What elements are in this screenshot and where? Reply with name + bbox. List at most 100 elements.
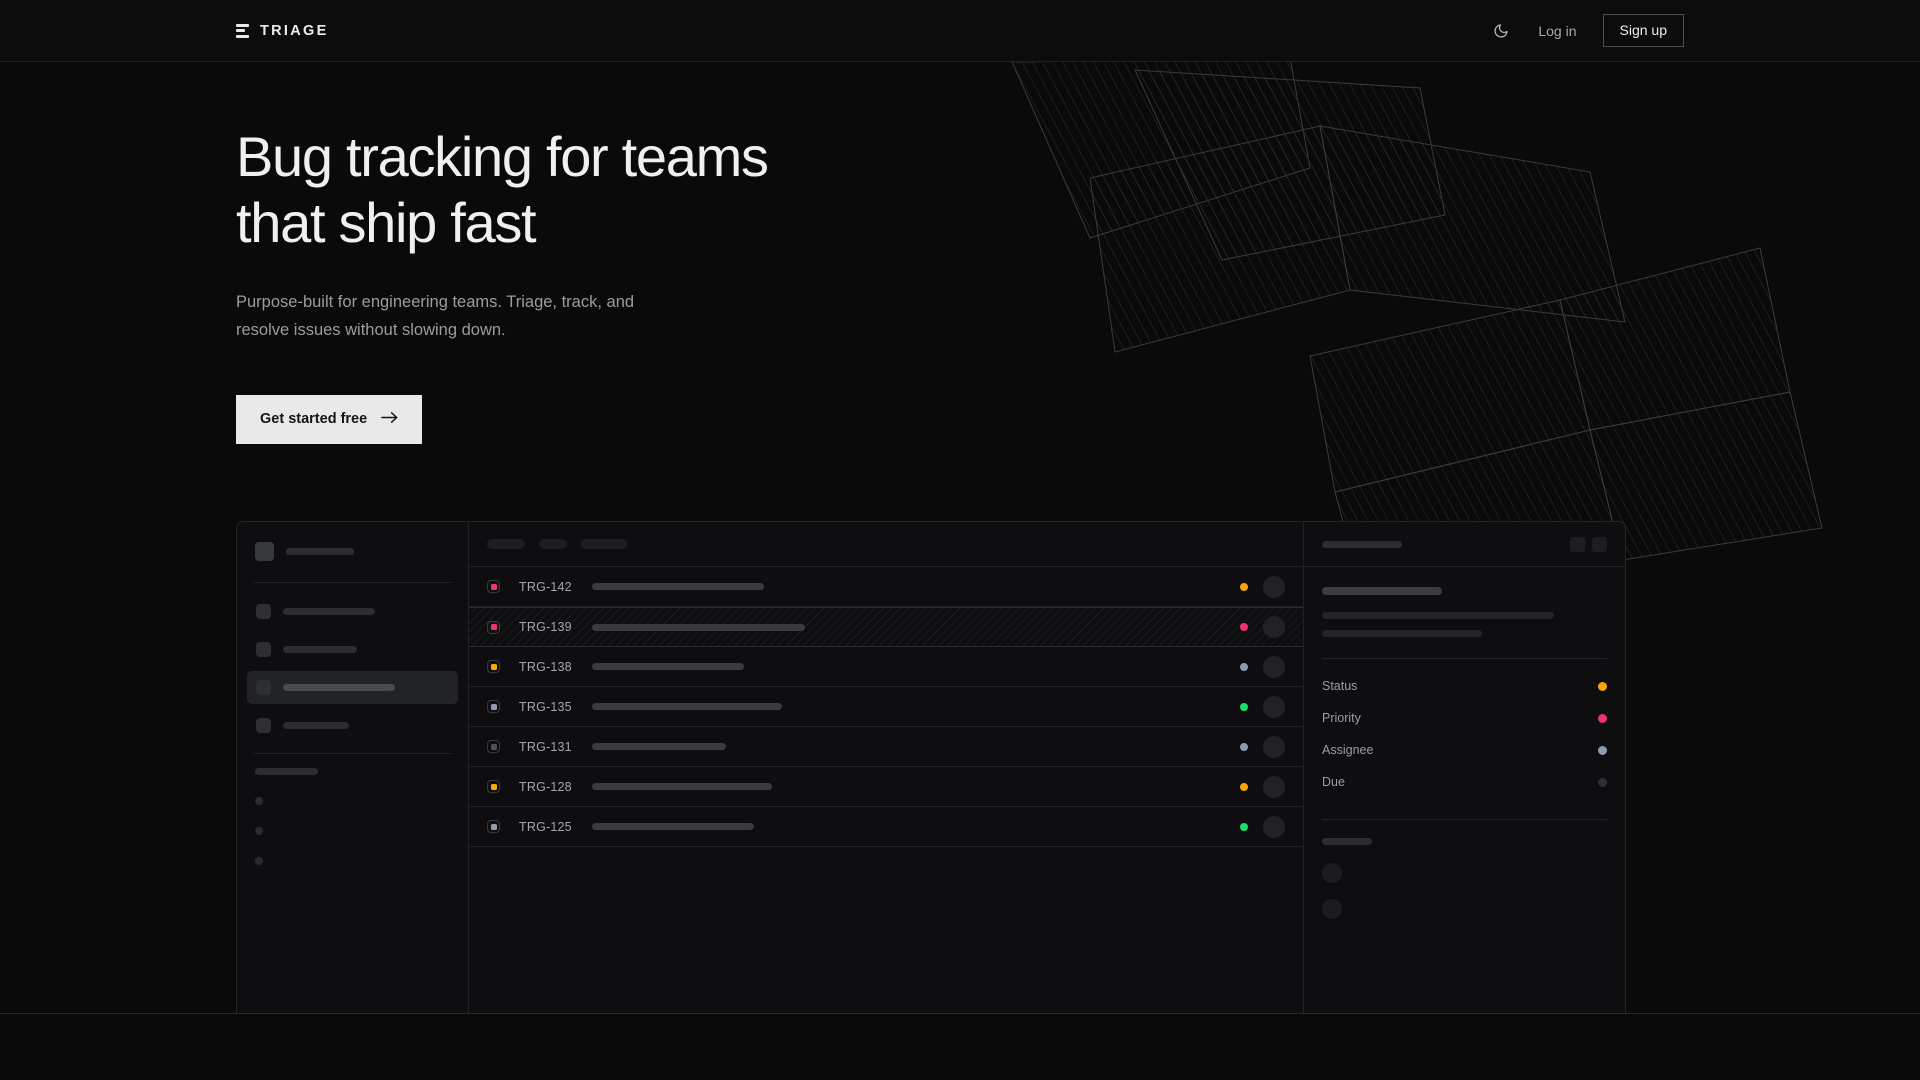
- bullet-icon: [255, 797, 263, 805]
- issue-id: TRG-131: [519, 739, 572, 754]
- meta-row-assignee[interactable]: Assignee: [1322, 734, 1607, 766]
- status-badge: [1240, 782, 1248, 791]
- sidebar-divider-top: [253, 582, 452, 583]
- table-row[interactable]: TRG-135: [469, 687, 1303, 727]
- detail-description-skeleton: [1322, 612, 1607, 637]
- status-badge: [1240, 702, 1248, 711]
- workspace-logo-icon: [255, 542, 274, 561]
- meta-value-indicator: [1598, 777, 1607, 787]
- list-toolbar: [469, 522, 1303, 567]
- meta-row-status[interactable]: Status: [1322, 670, 1607, 702]
- avatar[interactable]: [1263, 616, 1285, 638]
- priority-icon: [487, 620, 500, 634]
- table-row[interactable]: TRG-131: [469, 727, 1303, 767]
- meta-row-priority[interactable]: Priority: [1322, 702, 1607, 734]
- sidebar-item-icon: [256, 604, 271, 619]
- status-badge: [1240, 582, 1248, 591]
- meta-value-indicator: [1598, 681, 1607, 691]
- sidebar-mini-items: [255, 797, 450, 865]
- priority-icon: [487, 780, 500, 793]
- sidebar-nav-list: [237, 583, 468, 752]
- sidebar-item-2[interactable]: [247, 633, 458, 666]
- issue-title-skeleton: [592, 783, 772, 790]
- avatar[interactable]: [1263, 655, 1285, 678]
- meta-label: Assignee: [1322, 743, 1374, 757]
- meta-label: Priority: [1322, 711, 1361, 725]
- priority-icon: [487, 700, 500, 713]
- meta-value-indicator: [1598, 713, 1607, 723]
- sidebar-mini-item-2[interactable]: [255, 827, 450, 835]
- issue-id: TRG-128: [519, 779, 572, 794]
- sidebar-workspace[interactable]: [237, 522, 468, 581]
- avatar[interactable]: [1263, 695, 1285, 718]
- avatar[interactable]: [1263, 735, 1285, 758]
- subhead-line-1: Purpose-built for engineering teams. Tri…: [236, 293, 635, 312]
- status-badge: [1240, 822, 1248, 831]
- detail-header-actions: [1570, 536, 1607, 552]
- toolbar-chip-2[interactable]: [539, 539, 567, 549]
- hero-section: Bug tracking for teams that ship fast Pu…: [0, 62, 1920, 444]
- meta-row-due[interactable]: Due: [1322, 766, 1607, 798]
- detail-action-button-2[interactable]: [1592, 536, 1607, 552]
- issue-id: TRG-139: [519, 620, 572, 634]
- meta-label: Due: [1322, 775, 1345, 789]
- bullet-icon: [255, 827, 263, 835]
- priority-icon: [487, 660, 500, 673]
- sidebar-item-4[interactable]: [247, 709, 458, 742]
- sidebar-item-icon: [256, 642, 271, 657]
- issue-title-skeleton: [592, 583, 764, 590]
- top-navigation: TRIAGE Log in Sign up: [0, 0, 1920, 62]
- issue-title-skeleton: [592, 743, 726, 750]
- avatar[interactable]: [1322, 899, 1342, 919]
- avatar[interactable]: [1322, 863, 1342, 883]
- table-row[interactable]: TRG-128: [469, 767, 1303, 807]
- brand-logo[interactable]: TRIAGE: [236, 23, 329, 39]
- table-row[interactable]: TRG-125: [469, 807, 1303, 847]
- page-title: Bug tracking for teams that ship fast: [236, 124, 896, 255]
- login-link[interactable]: Log in: [1538, 22, 1577, 39]
- avatar[interactable]: [1263, 575, 1285, 598]
- issue-id: TRG-138: [519, 659, 572, 674]
- activity-avatars: [1322, 863, 1607, 919]
- sidebar-item-label: [283, 722, 349, 729]
- subhead-line-2: resolve issues without slowing down.: [236, 321, 506, 340]
- issue-id: TRG-135: [519, 699, 572, 714]
- sidebar-item-1[interactable]: [247, 595, 458, 628]
- detail-title-skeleton: [1322, 587, 1442, 595]
- sidebar-mini-item-3[interactable]: [255, 857, 450, 865]
- table-row[interactable]: TRG-138: [469, 647, 1303, 687]
- detail-text-line-2: [1322, 630, 1482, 637]
- avatar[interactable]: [1263, 815, 1285, 838]
- table-row[interactable]: TRG-142: [469, 567, 1303, 607]
- sidebar-section-label-skeleton: [255, 768, 318, 775]
- issue-title-skeleton: [592, 823, 754, 830]
- detail-action-button-1[interactable]: [1570, 536, 1585, 552]
- issue-title-skeleton: [592, 703, 782, 710]
- priority-icon: [487, 820, 500, 833]
- meta-value-indicator: [1598, 745, 1607, 755]
- signup-button[interactable]: Sign up: [1602, 14, 1684, 47]
- issue-title-skeleton: [592, 663, 744, 670]
- toolbar-chip-3[interactable]: [581, 539, 627, 549]
- moon-icon[interactable]: [1490, 20, 1512, 42]
- sidebar-mini-item-1[interactable]: [255, 797, 450, 805]
- get-started-button[interactable]: Get started free: [236, 394, 423, 444]
- headline-line-1: Bug tracking for teams: [236, 125, 769, 188]
- sidebar-footer: [237, 754, 468, 865]
- stacked-bars-icon: [236, 23, 249, 38]
- avatar[interactable]: [1263, 775, 1285, 798]
- table-row[interactable]: TRG-139: [469, 607, 1303, 647]
- sidebar-item-label: [283, 684, 395, 691]
- detail-breadcrumb-skeleton: [1322, 540, 1402, 548]
- detail-header: [1304, 522, 1625, 567]
- priority-icon: [487, 740, 500, 753]
- toolbar-chip-1[interactable]: [487, 539, 525, 549]
- hero-subheading: Purpose-built for engineering teams. Tri…: [236, 288, 706, 345]
- sidebar-item-3[interactable]: [247, 671, 458, 704]
